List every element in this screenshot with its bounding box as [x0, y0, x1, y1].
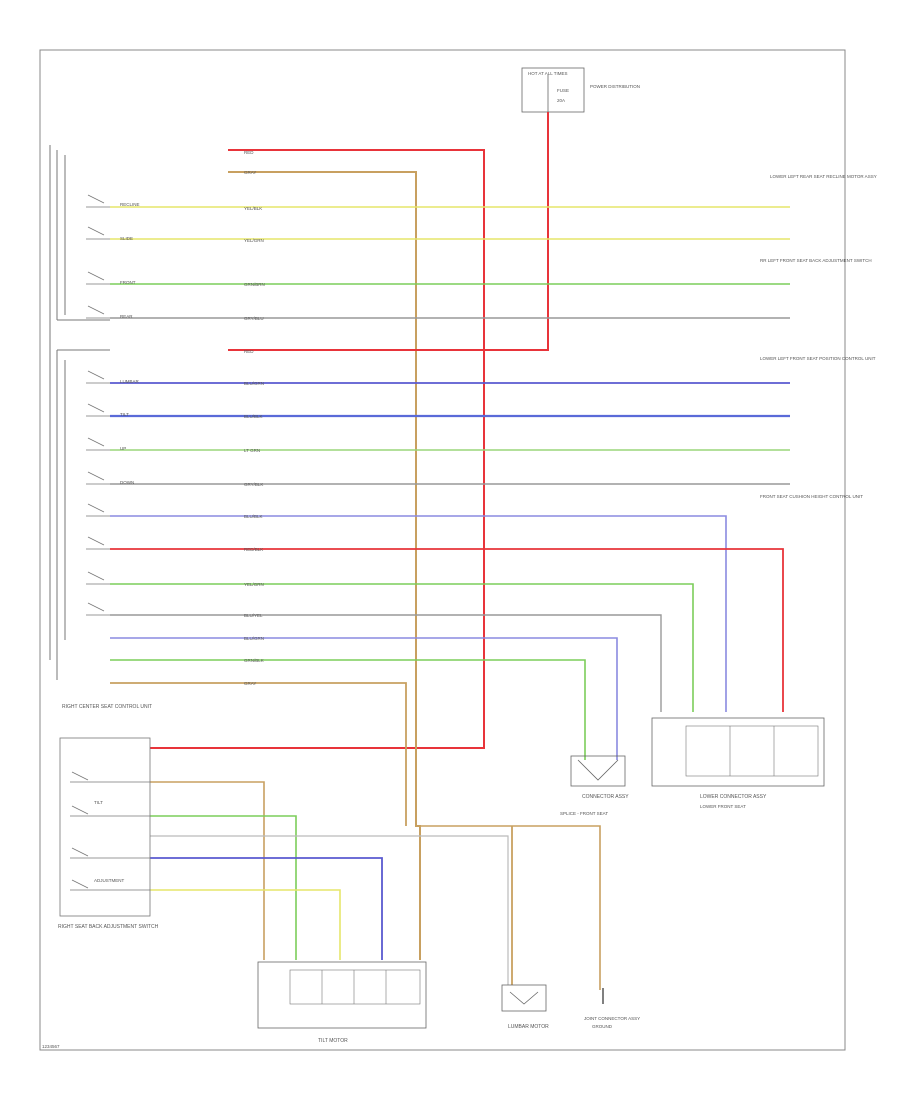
wire-labels: RED GRAY YEL/BLK YEL/GRN GRN/BRN GRY/BLU… — [244, 150, 265, 686]
switch-label: REAR — [120, 314, 133, 319]
control-unit-brackets — [49, 145, 110, 680]
wire-blue-rb — [150, 857, 383, 960]
wire-runs — [110, 112, 790, 990]
switch-labels: RECLINE SLIDE FRONT REAR LUMBAR TILT UP … — [120, 202, 140, 485]
wire-label-b9: BLU/GRN — [244, 636, 264, 641]
fuse-box-top: HOT AT ALL TIMES FUSE 20A POWER DISTRIBU… — [521, 67, 640, 113]
wire-label-b11: GRAY — [244, 681, 256, 686]
switch-contact — [86, 437, 110, 451]
switch-label: LUMBAR — [120, 379, 140, 384]
wire-label-b3: LT GRN — [244, 448, 260, 453]
switch-contact — [86, 471, 110, 485]
switch-label: FRONT — [120, 280, 136, 285]
switch-label: DOWN — [120, 480, 134, 485]
wire-label-w3: GRN/BRN — [244, 282, 265, 287]
switch-contact — [86, 226, 110, 240]
wire-label-b5: BLU/BLK — [244, 514, 263, 519]
switch-label: UP — [120, 446, 126, 451]
tilt-motor-block: TILT MOTOR — [257, 961, 427, 1044]
rb-switch-contact — [70, 771, 150, 783]
switch-contact — [86, 503, 110, 517]
fuse-value: 20A — [557, 98, 565, 103]
switch-contact — [86, 305, 110, 319]
rb-switch-contact — [70, 805, 150, 817]
wire-label-w1: YEL/BLK — [244, 206, 262, 211]
right-top-caption-2: RR LEFT FRONT SEAT BACK ADJUSTMENT SWITC… — [760, 258, 872, 263]
wire-label-b8: BLU/YEL — [244, 613, 263, 618]
wire-label-b4: GRY/BLK — [244, 482, 263, 487]
connector-assy: CONNECTOR ASSY SPLICE - FRONT SEAT — [560, 755, 629, 816]
wire-label-w4: GRY/BLU — [244, 316, 264, 321]
switch-contact — [86, 536, 110, 550]
wire-gray-3 — [110, 614, 662, 712]
switch-contact — [86, 370, 110, 384]
ground-caption: JOINT CONNECTOR ASSY — [584, 1016, 640, 1021]
right-top-caption-1: LOWER LEFT REAR SEAT RECLINE MOTOR ASSY — [770, 174, 877, 179]
switch-label: SLIDE — [120, 236, 133, 241]
right-captions: LOWER LEFT REAR SEAT RECLINE MOTOR ASSY … — [760, 174, 877, 499]
tilt-motor-title: TILT MOTOR — [318, 1038, 348, 1044]
wire-tan-top — [228, 171, 421, 960]
diagram-border — [39, 49, 846, 1051]
lumbar-motor: LUMBAR MOTOR — [501, 984, 549, 1030]
wire-label-b2: BLU/BLK — [244, 414, 263, 419]
lumbar-title: LUMBAR MOTOR — [508, 1024, 549, 1030]
switch-contact — [86, 271, 110, 285]
footer-tag: 1234567 — [42, 1044, 60, 1049]
fuse-box-title: HOT AT ALL TIMES — [528, 71, 568, 76]
wire-label-w2: YEL/GRN — [244, 238, 264, 243]
lower-block-sub: LOWER FRONT SEAT — [700, 804, 746, 809]
rb-switch-label: ADJUSTMENT — [94, 878, 125, 883]
switch-contact — [86, 602, 110, 616]
wire-yellow-rb — [150, 889, 341, 960]
wire-violet-2 — [110, 637, 618, 760]
wire-tan-rb — [150, 781, 265, 960]
right-mid-caption-2: FRONT SEAT CUSHION HEIGHT CONTROL UNIT — [760, 494, 863, 499]
connector-sub: SPLICE - FRONT SEAT — [560, 811, 608, 816]
switch-label: RECLINE — [120, 202, 140, 207]
wire-green-3 — [110, 659, 586, 760]
rb-switch-label: TILT — [94, 800, 103, 805]
wire-label-top-tan: GRAY — [244, 170, 256, 175]
rc-unit-title: RIGHT CENTER SEAT CONTROL UNIT — [62, 704, 152, 710]
wire-red-fuse — [228, 112, 549, 351]
wire-tan-2 — [110, 682, 407, 826]
ground-symbol: JOINT CONNECTOR ASSY GROUND — [584, 988, 640, 1029]
wire-green-rb — [150, 815, 297, 960]
wire-label-b7: YEL/GRN — [244, 582, 264, 587]
switch-contact — [86, 403, 110, 417]
wire-green-2 — [110, 583, 694, 712]
wire-label-mid-red: RED — [244, 349, 254, 354]
rb-switch-box: TILT ADJUSTMENT RIGHT SEAT BACK ADJUSTME… — [58, 737, 159, 930]
lower-block-title: LOWER CONNECTOR ASSY — [700, 794, 767, 800]
wire-label-b1: BLU/GRN — [244, 381, 264, 386]
wire-violet-1 — [110, 515, 727, 712]
switch-label: TILT — [120, 412, 129, 417]
wire-tan-connector — [416, 825, 601, 990]
wire-lgray-rb — [150, 835, 509, 985]
switch-symbols — [70, 194, 150, 891]
connector-title: CONNECTOR ASSY — [582, 794, 629, 800]
wire-red-top — [150, 149, 485, 749]
fuse-label: FUSE — [557, 88, 569, 93]
switch-contact — [86, 571, 110, 585]
wire-label-b10: GRN/BLK — [244, 658, 264, 663]
fuse-caption: POWER DISTRIBUTION — [590, 84, 640, 89]
rb-title: RIGHT SEAT BACK ADJUSTMENT SWITCH — [58, 924, 159, 930]
ground-caption-2: GROUND — [592, 1024, 613, 1029]
rb-switch-contact — [70, 879, 150, 891]
switch-contact — [86, 194, 110, 208]
wire-red-2 — [110, 548, 784, 712]
wire-label-b6: RED/BLK — [244, 547, 263, 552]
rb-switch-contact — [70, 847, 150, 859]
lower-connector-block: LOWER CONNECTOR ASSY LOWER FRONT SEAT — [651, 717, 825, 809]
wire-label-top-red: RED — [244, 150, 254, 155]
right-mid-caption-1: LOWER LEFT FRONT SEAT POSITION CONTROL U… — [760, 356, 876, 361]
